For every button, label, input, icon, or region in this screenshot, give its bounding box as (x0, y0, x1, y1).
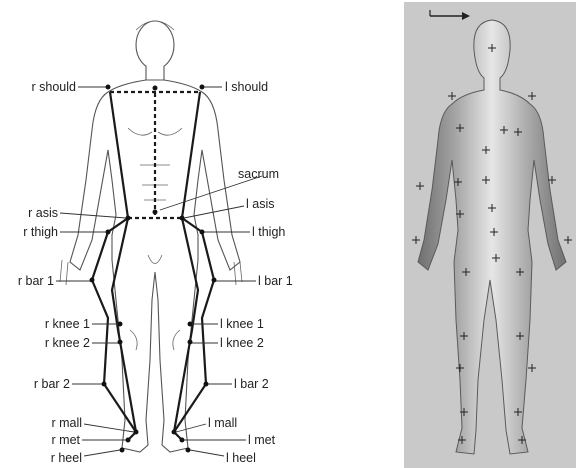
right-scanned-body-panel (404, 2, 576, 468)
label-l-bar-1: l bar 1 (258, 274, 293, 288)
label-l-met: l met (248, 433, 276, 447)
label-r-met: r met (52, 433, 81, 447)
label-r-knee-1: r knee 1 (45, 317, 90, 331)
label-r-mall: r mall (51, 416, 82, 430)
left-anatomical-figure: r should l should sacrum r asis l asis r… (18, 21, 293, 465)
label-r-heel: r heel (51, 451, 82, 465)
label-l-bar-2: l bar 2 (234, 377, 269, 391)
label-r-thigh: r thigh (23, 225, 58, 239)
label-r-bar-2: r bar 2 (34, 377, 70, 391)
label-r-asis: r asis (28, 206, 58, 220)
label-l-asis: l asis (246, 197, 274, 211)
label-l-heel: l heel (226, 451, 256, 465)
label-l-mall: l mall (208, 416, 237, 430)
label-l-thigh: l thigh (252, 225, 285, 239)
label-r-knee-2: r knee 2 (45, 336, 90, 350)
label-r-bar-1: r bar 1 (18, 274, 54, 288)
label-sacrum: sacrum (238, 167, 279, 181)
label-l-knee-2: l knee 2 (220, 336, 264, 350)
label-r-should: r should (32, 80, 77, 94)
label-l-knee-1: l knee 1 (220, 317, 264, 331)
label-l-should: l should (225, 80, 268, 94)
